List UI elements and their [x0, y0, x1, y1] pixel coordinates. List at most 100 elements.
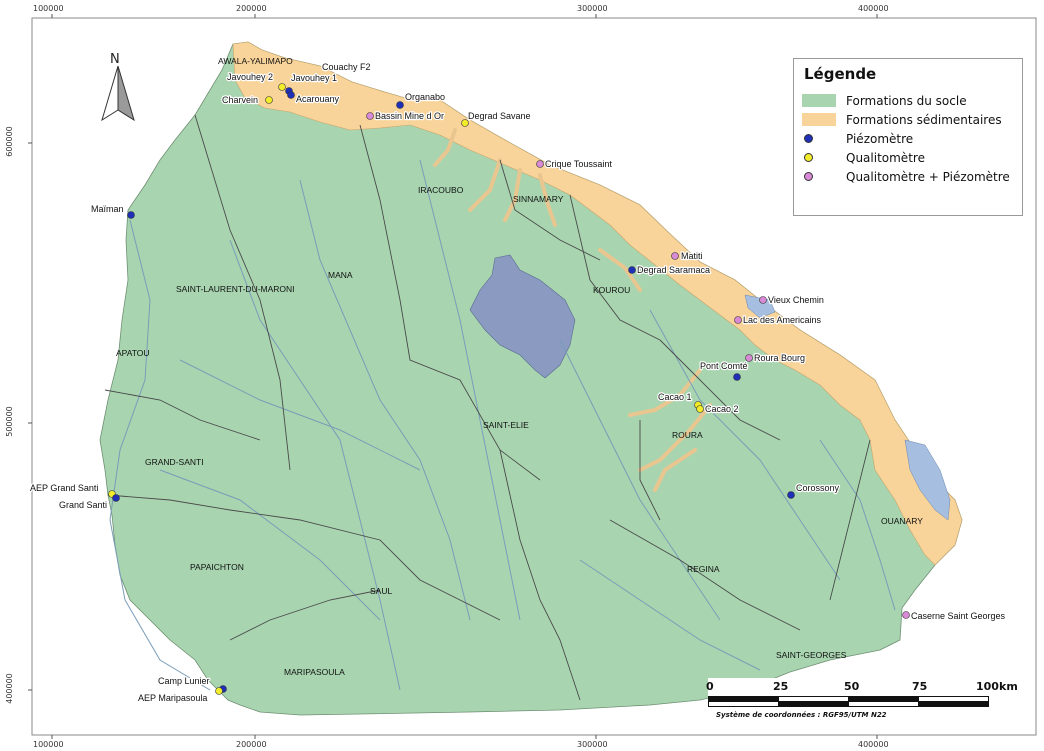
commune-label: PAPAICHTON	[190, 562, 244, 572]
tick-marks	[28, 14, 878, 739]
station-label: Charvein	[222, 95, 258, 105]
coord-top: 400000	[858, 4, 889, 13]
scale-label: 25	[773, 680, 789, 693]
coord-top: 100000	[33, 4, 64, 13]
station-label: Acarouany	[296, 94, 340, 104]
north-arrow: N	[96, 52, 140, 122]
legend-swatch-socle	[802, 94, 836, 107]
legend-label: Formations du socle	[846, 93, 967, 108]
legend: Légende Formations du socle Formations s…	[793, 58, 1023, 216]
marker-lac-des-americains	[734, 316, 742, 324]
scale-label: 100	[976, 680, 999, 693]
coastal-water-kaw	[904, 439, 951, 521]
station-label: Degrad Saramaca	[637, 265, 710, 275]
marker-matiti	[671, 252, 679, 260]
station-label: Pont Comté	[700, 361, 748, 371]
marker-javouhey-2	[278, 83, 286, 91]
legend-item-qualitometre: Qualitomètre	[802, 148, 1014, 167]
legend-item-sediment: Formations sédimentaires	[802, 110, 1014, 129]
scale-bar-graphic	[708, 696, 989, 707]
scale-bar: 0 25 50 75 100 km Système de coordonnées…	[706, 678, 1018, 723]
commune-label: MARIPASOULA	[284, 667, 345, 677]
marker-crique-toussaint	[536, 160, 544, 168]
marker-corossony	[787, 491, 795, 499]
commune-label: SAUL	[370, 586, 392, 596]
marker-vieux-chemin	[759, 296, 767, 304]
north-letter: N	[110, 52, 120, 67]
coord-top: 200000	[236, 4, 267, 13]
marker-aep-maripasoula	[215, 687, 223, 695]
station-label: Caserne Saint Georges	[911, 611, 1006, 621]
marker-grand-santi	[112, 494, 120, 502]
sediment-formation	[232, 41, 963, 566]
coord-top: 300000	[577, 4, 608, 13]
scale-label: 75	[912, 680, 928, 693]
coord-bottom: 300000	[577, 740, 608, 749]
coord-bottom: 100000	[33, 740, 64, 749]
commune-label: KOUROU	[593, 285, 630, 295]
commune-label: REGINA	[687, 564, 720, 574]
marker-degrad-saramaca	[628, 266, 636, 274]
commune-label: OUANARY	[881, 516, 923, 526]
station-label: Javouhey 2	[227, 72, 273, 82]
station-label: Lac des Americains	[743, 315, 822, 325]
commune-label: MANA	[328, 270, 353, 280]
legend-item-piezometre: Piézomètre	[802, 129, 1014, 148]
station-label: Organabo	[405, 92, 445, 102]
station-label: Couachy F2	[322, 62, 371, 72]
marker-cacao-2	[696, 405, 704, 413]
legend-title: Légende	[804, 65, 877, 83]
legend-item-both: Qualitomètre + Piézomètre	[802, 167, 1014, 186]
legend-dot-piezometre	[804, 134, 813, 143]
marker-maiman	[127, 211, 135, 219]
station-label: Degrad Savane	[468, 111, 531, 121]
scale-crs-note: Système de coordonnées : RGF95/UTM N22	[716, 711, 887, 719]
station-label: Roura Bourg	[754, 353, 805, 363]
river-network	[109, 159, 896, 691]
commune-label: SAINT-GEORGES	[776, 650, 847, 660]
legend-item-socle: Formations du socle	[802, 91, 1014, 110]
legend-dot-qualitometre	[804, 153, 813, 162]
station-markers	[108, 83, 910, 695]
legend-label: Qualitomètre + Piézomètre	[846, 169, 1010, 184]
station-label: Crique Toussaint	[545, 159, 612, 169]
station-label: Maïman	[91, 204, 124, 214]
marker-acarouany	[287, 91, 295, 99]
station-label: Grand Santi	[59, 500, 107, 510]
coord-left: 400000	[4, 673, 14, 704]
reservoir	[469, 254, 576, 379]
coord-left: 600000	[4, 126, 14, 157]
station-label: AEP Grand Santi	[30, 483, 98, 493]
commune-label: AWALA-YALIMAPO	[218, 56, 293, 66]
commune-label: SAINT-LAURENT-DU-MARONI	[176, 284, 295, 294]
station-label: Cacao 1	[658, 392, 692, 402]
commune-label: SINNAMARY	[513, 194, 564, 204]
commune-label: GRAND-SANTI	[145, 457, 204, 467]
coord-bottom: 400000	[858, 740, 889, 749]
legend-swatch-sediment	[802, 113, 836, 126]
commune-boundaries	[104, 114, 871, 701]
station-label: Camp Lunier	[158, 676, 210, 686]
sediment-rivers	[433, 128, 712, 492]
station-labels: Couachy F2 Javouhey 2 Javouhey 1 Charvei…	[29, 61, 1007, 704]
commune-label: APATOU	[116, 348, 150, 358]
station-label: Javouhey 1	[291, 73, 337, 83]
marker-degrad-savane	[461, 119, 469, 127]
north-arrow-icon	[101, 65, 135, 122]
coord-left: 500000	[4, 406, 14, 437]
commune-label: SAINT-ELIE	[483, 420, 529, 430]
coord-bottom: 200000	[236, 740, 267, 749]
legend-label: Formations sédimentaires	[846, 112, 1002, 127]
marker-organabo	[396, 101, 404, 109]
scale-label: km	[999, 680, 1018, 693]
station-label: Cacao 2	[705, 404, 739, 414]
commune-label: IRACOUBO	[418, 185, 464, 195]
marker-charvein	[265, 96, 273, 104]
marker-caserne-saint-georges	[902, 611, 910, 619]
marker-bassin-mine-d-or	[366, 112, 374, 120]
legend-label: Piézomètre	[846, 131, 914, 146]
legend-dot-both	[804, 172, 813, 181]
station-label: AEP Maripasoula	[138, 693, 207, 703]
marker-pont-comte	[733, 373, 741, 381]
legend-label: Qualitomètre	[846, 150, 925, 165]
